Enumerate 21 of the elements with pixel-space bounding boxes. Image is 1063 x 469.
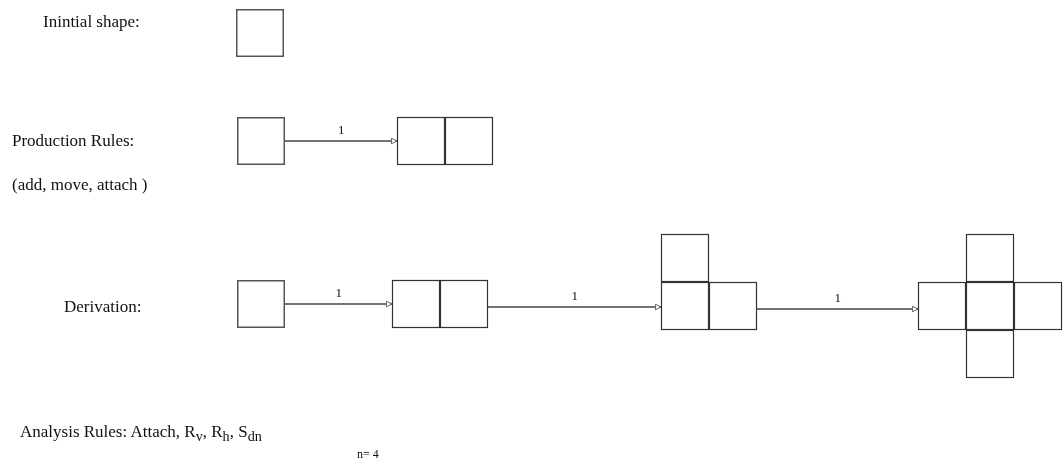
arrow: [284, 300, 393, 308]
two-square-drawing: [397, 117, 493, 165]
edge-label: 1: [833, 291, 842, 304]
edge-label: 1: [337, 123, 346, 136]
l-shape-drawing: [661, 234, 757, 330]
arrow: [487, 303, 662, 311]
two-square-drawing: [392, 280, 488, 328]
square-shape: [236, 9, 284, 57]
row-label: Production Rules:: [12, 132, 135, 149]
square-shape: [237, 117, 285, 165]
arrow: [284, 137, 398, 145]
note-text: (add, move, attach ): [12, 176, 148, 193]
note-text: n= 4: [357, 448, 379, 460]
rule-text: Analysis Rules: Attach, R$_{v}$, R$_{h}$, S$_{dn}$: [20, 423, 262, 444]
edge-label: 1: [570, 289, 579, 302]
arrow: [756, 305, 919, 313]
cross-shape-drawing: [918, 234, 1062, 378]
row-label: Derivation:: [64, 298, 142, 315]
edge-label: 1: [334, 286, 343, 299]
square-shape: [237, 280, 285, 328]
row-label: Inintial shape:: [43, 13, 140, 30]
